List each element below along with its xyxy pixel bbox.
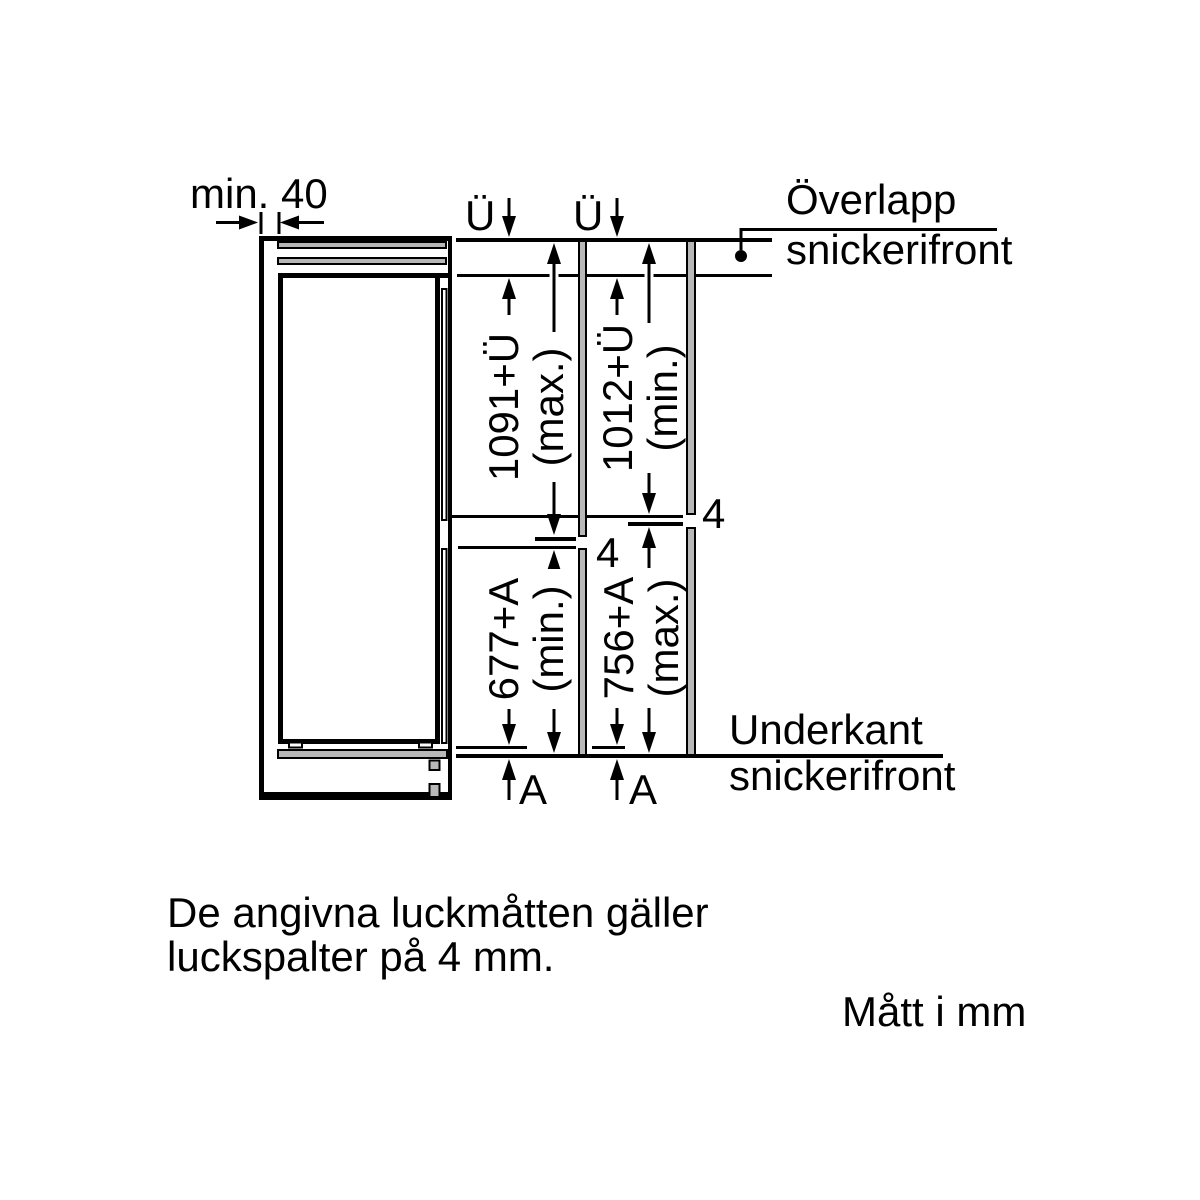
side-clearance-label: min. 40 bbox=[190, 170, 328, 217]
upper-door-min-label: 1012+Ü (min.) bbox=[594, 323, 686, 473]
bottom-clearance-marker-left: A bbox=[519, 766, 548, 813]
top-filler-panels bbox=[277, 241, 447, 265]
bottom-edge-callout-line2: snickerifront bbox=[729, 752, 956, 799]
niche-top-line bbox=[457, 274, 772, 277]
arrow-down-icon bbox=[610, 216, 624, 237]
cabinet-carcass bbox=[259, 236, 452, 800]
overlap-marker-right: Ü bbox=[573, 192, 604, 239]
arrow-up-icon bbox=[642, 243, 656, 264]
left-gap-top-line bbox=[535, 537, 576, 541]
arrow-down-icon bbox=[642, 493, 656, 514]
overlap-arrows-right bbox=[610, 198, 624, 315]
leader-dot bbox=[735, 250, 747, 262]
appliance-body bbox=[278, 273, 448, 744]
left-gap-bottom-line bbox=[458, 546, 576, 549]
arrow-right-icon bbox=[239, 215, 258, 230]
dimension-value: 1012+Ü bbox=[594, 323, 641, 473]
bottom-clearance-arrows-left bbox=[502, 705, 516, 800]
reference-lines bbox=[452, 238, 943, 758]
overlap-top-reference-line bbox=[456, 238, 772, 242]
arrow-up-icon bbox=[502, 759, 516, 780]
dimension-value: 756+A bbox=[595, 576, 642, 700]
door-split-upper-line bbox=[452, 515, 683, 518]
lower-door-max-label: 756+A (max.) bbox=[595, 568, 687, 708]
dimension-qualifier: (max.) bbox=[640, 578, 687, 698]
door-gap-label-left: 4 bbox=[596, 529, 620, 576]
appliance-door-edge bbox=[441, 288, 448, 744]
note-line1: De angivna luckmåtten gäller bbox=[167, 889, 709, 936]
cabinet-bottom bbox=[259, 792, 452, 800]
arrow-down-icon bbox=[610, 724, 624, 745]
door-split-lower-right-line bbox=[628, 522, 683, 526]
bottom-edge-callout-line1: Underkant bbox=[729, 706, 923, 753]
overlap-leader-line bbox=[735, 228, 997, 262]
bottom-clearance-marker-right: A bbox=[629, 766, 658, 813]
furniture-door-panel-min bbox=[686, 240, 696, 756]
arrow-down-icon bbox=[502, 724, 516, 745]
hinge-block-lower bbox=[428, 783, 441, 798]
lower-panel-max bbox=[578, 548, 587, 756]
arrow-left-icon bbox=[280, 215, 299, 230]
arrow-up-icon bbox=[547, 550, 561, 571]
lower-panel-min bbox=[686, 527, 696, 756]
dimension-value: 1091+Ü bbox=[480, 332, 527, 482]
min-clearance-dimension bbox=[216, 212, 324, 234]
arrow-up-icon bbox=[547, 243, 561, 264]
plinth-panel bbox=[277, 749, 448, 759]
dimension-qualifier: (max.) bbox=[525, 347, 572, 467]
cabinet-left-wall bbox=[259, 236, 264, 800]
upper-door-max-label: 1091+Ü (max.) bbox=[480, 332, 572, 482]
units-label: Mått i mm bbox=[842, 988, 1027, 1035]
arrow-down-icon bbox=[642, 732, 656, 753]
arrow-down-icon bbox=[502, 216, 516, 237]
overlap-callout-line2: snickerifront bbox=[786, 226, 1013, 273]
arrow-down-icon bbox=[547, 514, 561, 535]
arrow-up-icon bbox=[502, 278, 516, 299]
appliance-upper-door-edge bbox=[441, 288, 448, 521]
dimension-qualifier: (min.) bbox=[525, 585, 572, 693]
bottom-clearance-arrows-right bbox=[610, 705, 624, 800]
overlap-marker-left: Ü bbox=[465, 192, 496, 239]
niche-bottom-line-right bbox=[592, 746, 625, 749]
furniture-door-panel-max bbox=[578, 240, 587, 756]
dimension-value: 677+A bbox=[480, 577, 527, 701]
appliance-lower-door-edge bbox=[441, 548, 448, 744]
niche-bottom-line-left bbox=[456, 746, 527, 749]
upper-panel-min bbox=[686, 240, 696, 515]
lower-door-min-label: 677+A (min.) bbox=[480, 569, 572, 709]
upper-panel-max bbox=[578, 240, 587, 537]
appliance-foot-right bbox=[418, 741, 433, 749]
bottom-edge-reference-line bbox=[456, 754, 943, 758]
overlap-callout-line1: Överlapp bbox=[786, 176, 957, 223]
hinge-block-upper bbox=[428, 759, 441, 771]
appliance-foot-left bbox=[288, 741, 303, 749]
plinth-and-feet bbox=[277, 741, 448, 798]
arrow-up-icon bbox=[642, 527, 656, 548]
arrow-down-icon bbox=[547, 732, 561, 753]
door-gap-label-right: 4 bbox=[702, 490, 726, 537]
note-line2: luckspalter på 4 mm. bbox=[167, 933, 555, 980]
dimension-qualifier: (min.) bbox=[639, 344, 686, 452]
overlap-arrows-left bbox=[502, 198, 516, 315]
arrow-up-icon bbox=[610, 759, 624, 780]
arrow-up-icon bbox=[610, 278, 624, 299]
cabinet-right-wall bbox=[448, 236, 452, 800]
door-gap-note: De angivna luckmåtten gäller luckspalter… bbox=[167, 891, 709, 979]
cabinet-top bbox=[259, 236, 448, 241]
